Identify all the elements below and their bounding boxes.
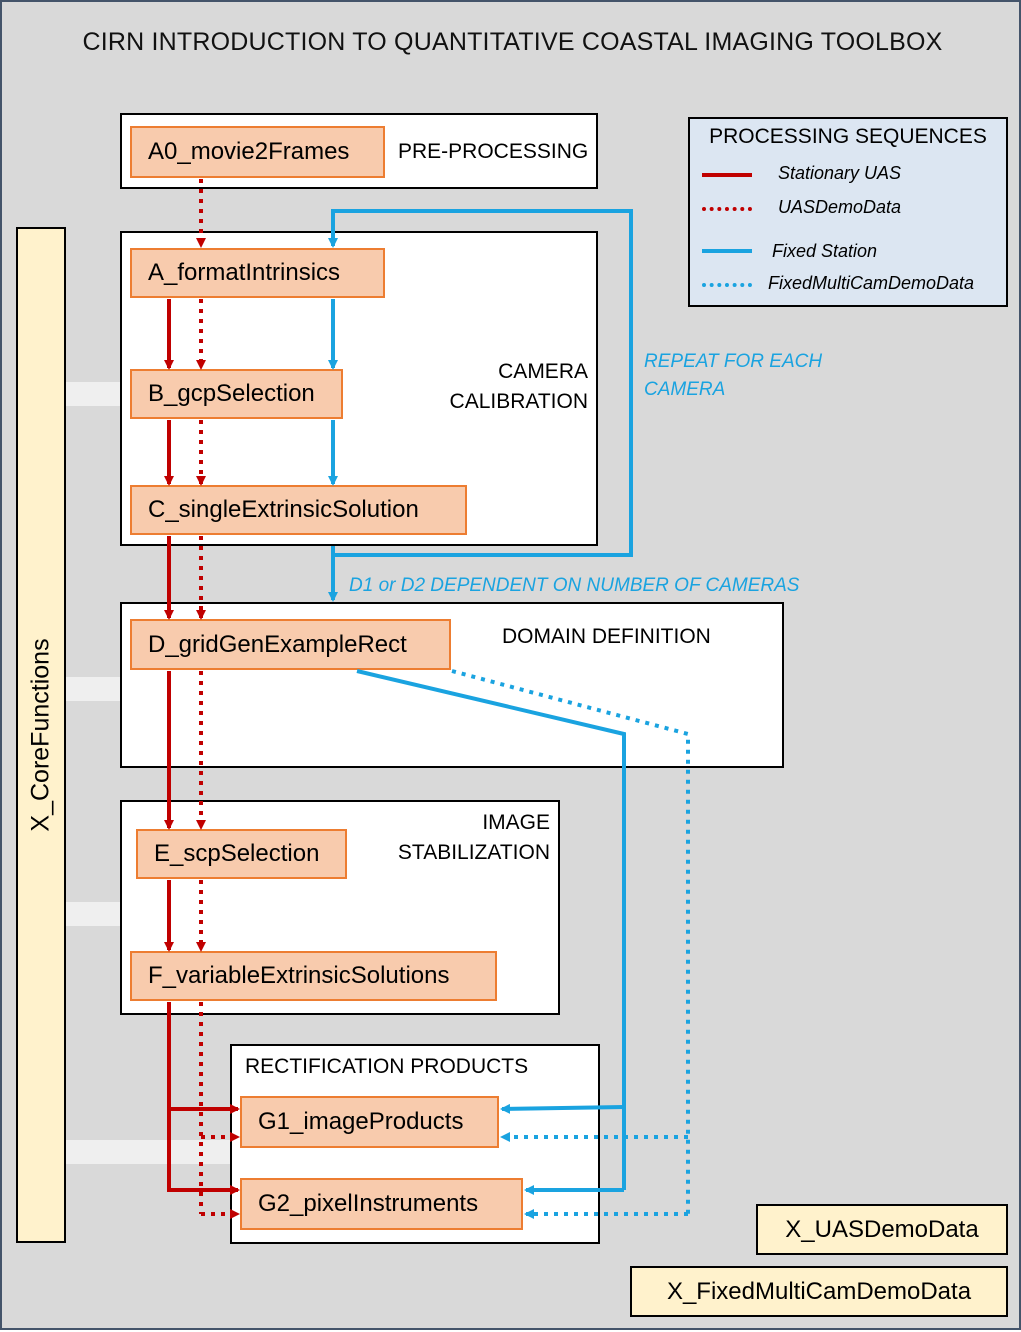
script-e-scpselection[interactable]: E_scpSelection: [136, 829, 347, 879]
demo-uas-data[interactable]: X_UASDemoData: [756, 1204, 1008, 1255]
arrow-blue-to-g1: [500, 1103, 625, 1114]
script-c-singleextrinsicsolution[interactable]: C_singleExtrinsicSolution: [130, 485, 467, 535]
legend-label-fixed-station: Fixed Station: [772, 241, 878, 261]
script-d-gridgenexamplerect[interactable]: D_gridGenExampleRect: [130, 619, 451, 670]
stage-label-preprocessing: PRE-PROCESSING: [398, 140, 589, 163]
core-functions-bar: X_CoreFunctions: [16, 227, 66, 1243]
legend-label-stationary-uas: Stationary UAS: [778, 163, 902, 183]
page-title: CIRN INTRODUCTION TO QUANTITATIVE COASTA…: [82, 28, 943, 56]
script-g1-imageproducts[interactable]: G1_imageProducts: [240, 1096, 499, 1148]
legend-title: PROCESSING SEQUENCES: [709, 125, 987, 148]
arrow-blue-d-trunk: [356, 669, 626, 1190]
demo-fixed-multicam-data[interactable]: X_FixedMultiCamDemoData: [630, 1266, 1008, 1317]
arrow-blue-repeat-loop: [328, 209, 633, 557]
stage-label-rectification: RECTIFICATION PRODUCTS: [245, 1055, 529, 1078]
legend-label-fixedmulticamdemodata: FixedMultiCamDemoData: [768, 273, 975, 293]
note-repeat-line2: CAMERA: [644, 379, 726, 400]
stage-label-image: IMAGE: [482, 811, 550, 834]
blue-solid-arrows: [328, 209, 633, 1195]
legend-line-uasdemodata: [702, 207, 752, 211]
stage-label-camera: CAMERA: [498, 360, 588, 383]
note-repeat-line1: REPEAT FOR EACH: [644, 351, 823, 372]
blue-dotted-arrows: [451, 669, 690, 1219]
script-a0-movie2frames[interactable]: A0_movie2Frames: [130, 126, 385, 178]
legend-line-stationary-uas: [702, 173, 752, 177]
script-a-formatintrinsics[interactable]: A_formatIntrinsics: [130, 248, 385, 298]
stage-label-calibration: CALIBRATION: [449, 390, 588, 413]
core-connector-calibration: [66, 382, 120, 406]
core-connector-domain: [66, 677, 120, 701]
stage-label-stabilization: STABILIZATION: [397, 841, 550, 864]
arrow-bluedot-d-trunk: [451, 669, 690, 1214]
core-connector-stabilization: [66, 902, 120, 926]
red-solid-arrows: [164, 299, 240, 1195]
legend-line-fixed-station: [702, 249, 752, 253]
legend-label-uasdemodata: UASDemoData: [778, 197, 902, 217]
red-dotted-arrows: [196, 179, 240, 1219]
legend-line-fixedmulticamdemodata: [702, 283, 752, 287]
stage-label-domain: DOMAIN DEFINITION: [502, 625, 711, 648]
legend-box: PROCESSING SEQUENCES Stationary UAS UASD…: [688, 117, 1008, 307]
script-b-gcpselection[interactable]: B_gcpSelection: [130, 369, 343, 419]
script-g2-pixelinstruments[interactable]: G2_pixelInstruments: [240, 1178, 523, 1230]
note-d1-d2: D1 or D2 DEPENDENT ON NUMBER OF CAMERAS: [349, 575, 800, 596]
script-f-variableextrinsicsolutions[interactable]: F_variableExtrinsicSolutions: [130, 951, 497, 1001]
